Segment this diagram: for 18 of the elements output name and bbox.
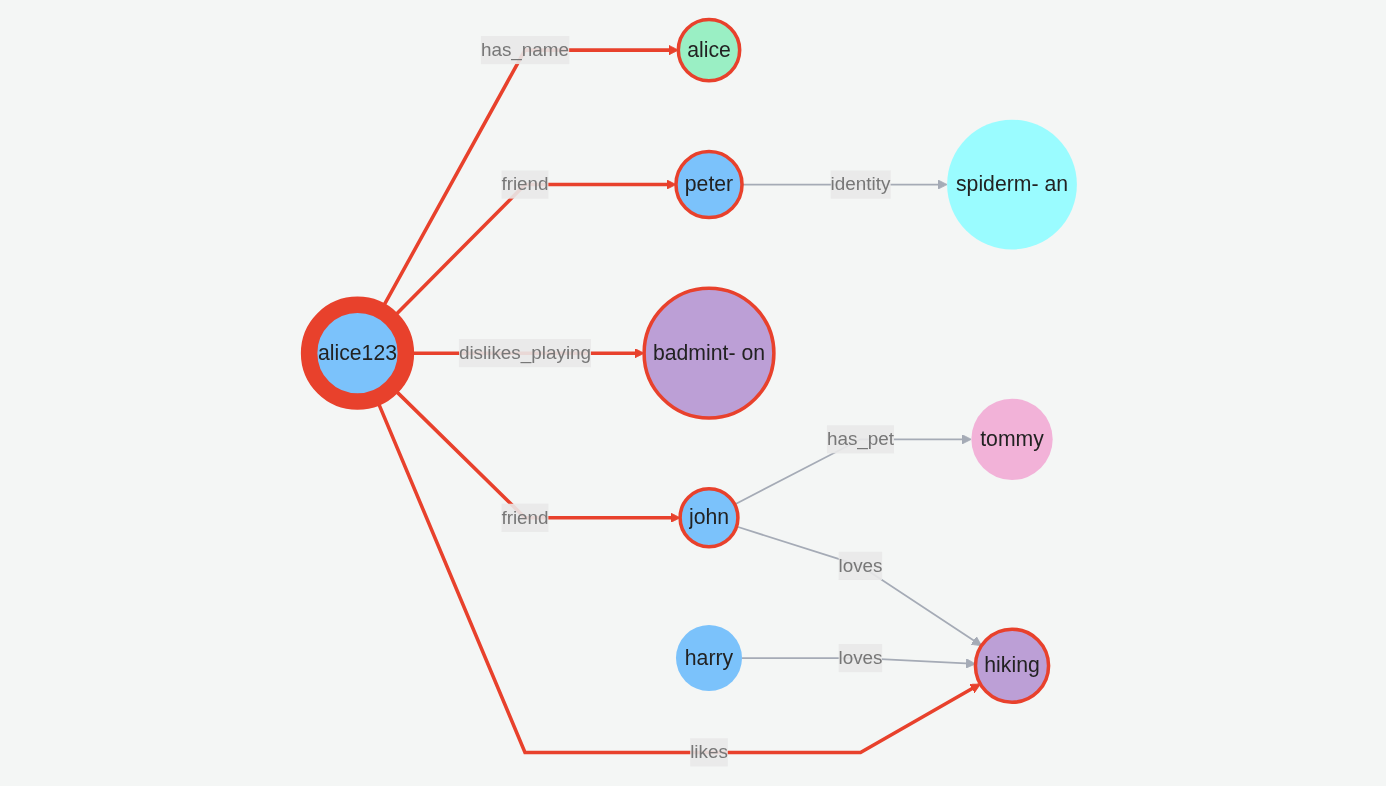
- edge-label: identity: [830, 173, 891, 194]
- node-circle: badmint- on: [642, 286, 776, 420]
- node-circle: harry: [676, 625, 742, 692]
- edge-label: loves: [838, 555, 883, 576]
- edge-label: friend: [501, 173, 549, 194]
- edge-label: loves: [838, 647, 883, 668]
- edge-label: dislikes_playing: [458, 342, 592, 363]
- edge-label: likes: [690, 741, 728, 762]
- node-circle: hiking: [973, 627, 1051, 705]
- node-circle: alice: [676, 17, 742, 83]
- edge-label: friend: [501, 507, 549, 528]
- node-circle: john: [678, 487, 740, 549]
- node-circle: tommy: [971, 398, 1053, 480]
- edge-label: has_pet: [826, 428, 895, 449]
- edge-label: has_name: [480, 39, 570, 60]
- node-circle: alice123: [300, 296, 415, 410]
- node-circle: spiderm- an: [947, 119, 1077, 250]
- node-circle: peter: [674, 149, 744, 220]
